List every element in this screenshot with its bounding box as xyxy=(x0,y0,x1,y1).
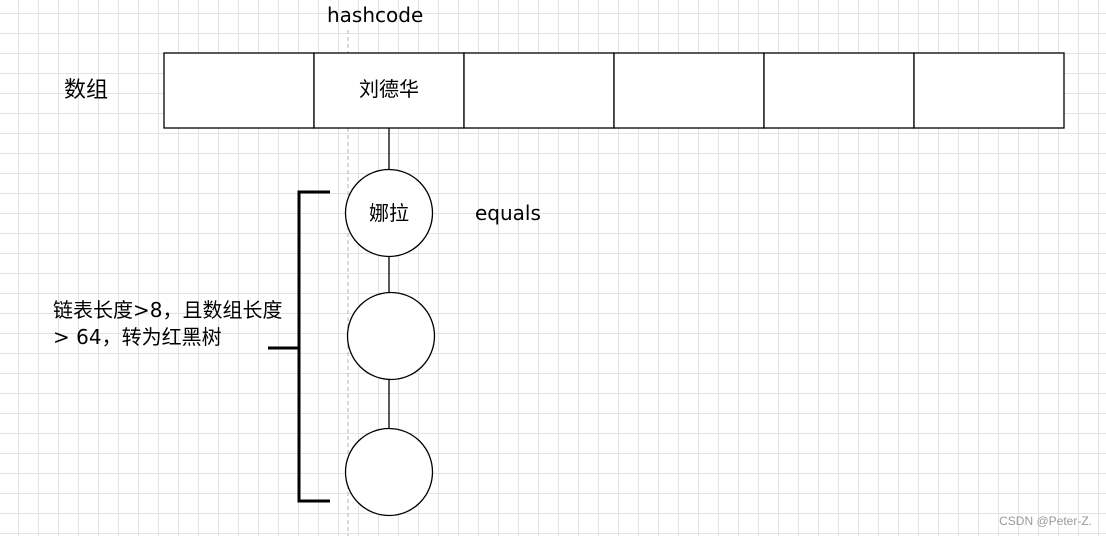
treeify-note: 链表长度>8，且数组长度 > 64，转为红黑树 xyxy=(53,298,283,349)
watermark: CSDN @Peter-Z. xyxy=(999,514,1092,528)
chain-node xyxy=(344,168,434,258)
array-cell xyxy=(763,52,915,129)
array-cell xyxy=(913,52,1065,129)
chain-node xyxy=(346,291,436,381)
hashcode-label: hashcode xyxy=(327,3,424,27)
array-cell-text: 刘德华 xyxy=(359,77,419,101)
array-cells xyxy=(163,52,1065,129)
equals-label: equals xyxy=(475,201,541,225)
array-label: 数组 xyxy=(64,78,109,103)
array-cell xyxy=(463,52,615,129)
bracket xyxy=(297,190,330,503)
chain-node xyxy=(344,427,434,517)
chain-node-text: 娜拉 xyxy=(369,201,409,225)
array-cell xyxy=(613,52,765,129)
array-cell xyxy=(163,52,315,129)
